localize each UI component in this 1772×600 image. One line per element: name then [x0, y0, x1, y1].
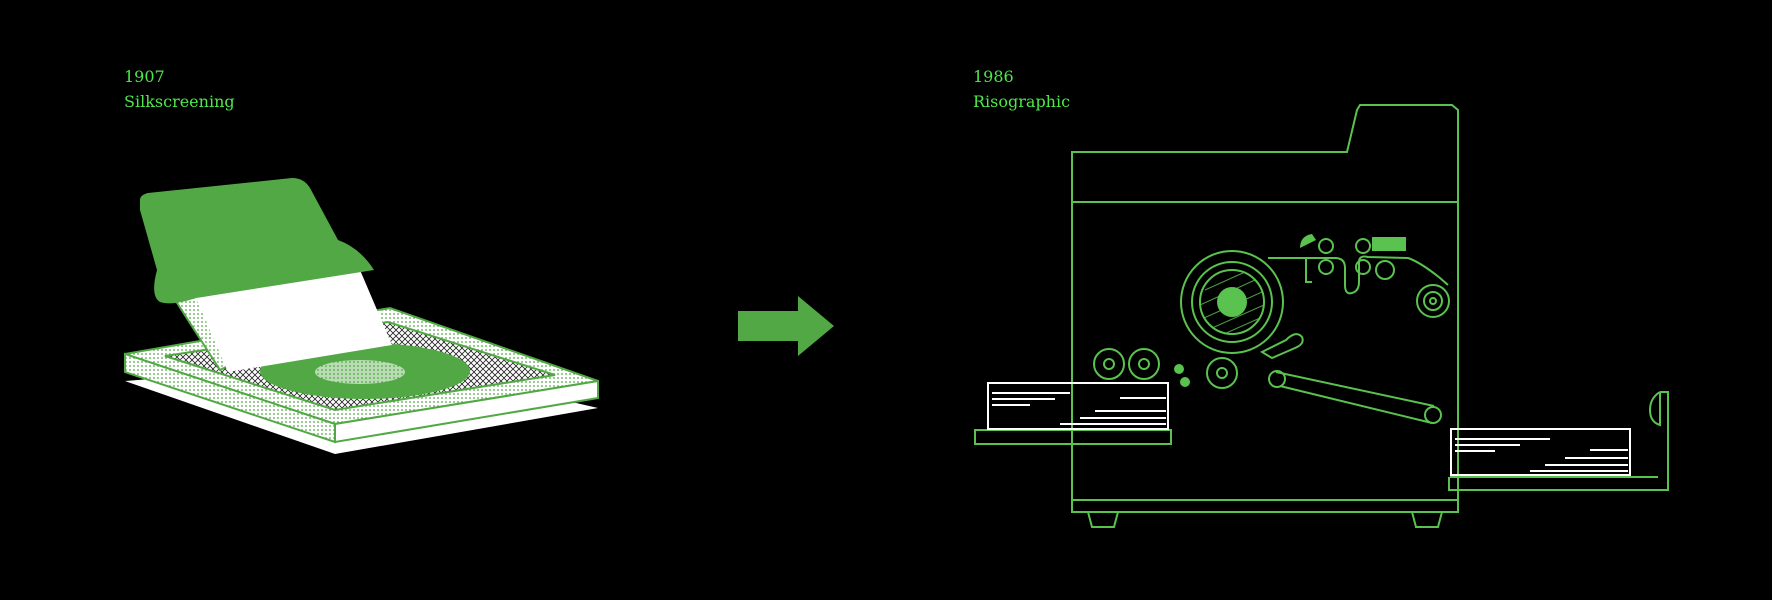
- year-1907: 1907: [124, 67, 165, 86]
- technique-silkscreening: Silkscreening: [124, 92, 235, 111]
- year-1986: 1986: [973, 67, 1014, 86]
- technique-risographic: Risographic: [973, 92, 1071, 111]
- risographic-label: 1986 Risographic: [973, 64, 1070, 114]
- silkscreening-label: 1907 Silkscreening: [124, 64, 235, 114]
